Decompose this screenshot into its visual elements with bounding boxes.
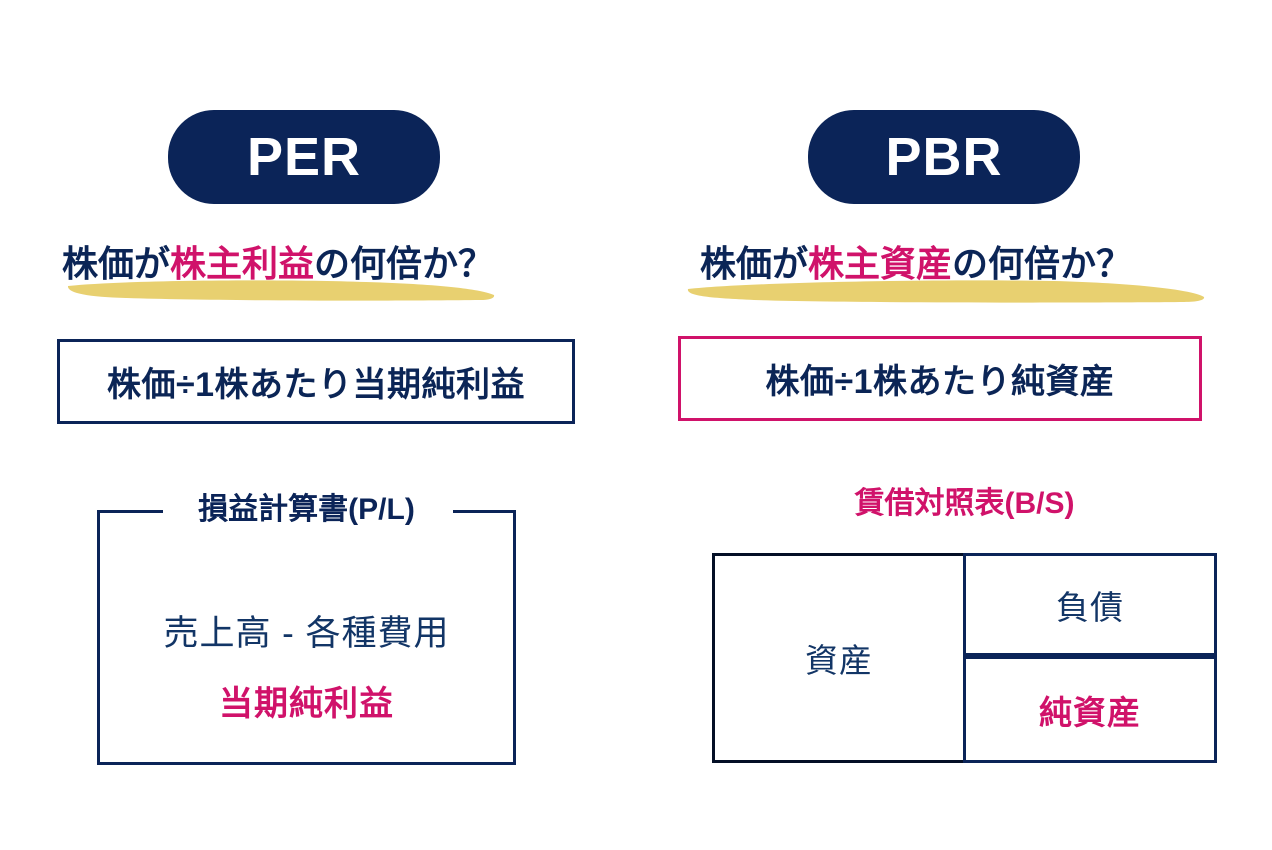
pbr-badge: PBR bbox=[808, 110, 1080, 204]
balance-sheet-cell-net-assets: 純資産 bbox=[963, 653, 1217, 763]
balance-sheet-diagram: 資産 負債 純資産 bbox=[712, 553, 1217, 763]
per-question: 株価が株主利益の何倍か？ bbox=[62, 246, 494, 282]
per-question-prefix: 株価が bbox=[62, 243, 171, 284]
balance-sheet-cell-assets: 資産 bbox=[712, 553, 966, 763]
pbr-question: 株価が株主資産の何倍か？ bbox=[700, 246, 1132, 282]
pbr-badge-label: PBR bbox=[885, 127, 1003, 187]
pbr-question-prefix: 株価が bbox=[700, 243, 809, 284]
profit-loss-legend-mask bbox=[163, 501, 453, 527]
per-question-suffix: の何倍か？ bbox=[314, 243, 495, 284]
profit-loss-line-revenue: 売上高 - 各種費用 bbox=[163, 614, 450, 653]
pbr-question-highlight: 株主資産 bbox=[808, 243, 953, 284]
pbr-formula-box: 株価÷1株あたり純資産 bbox=[678, 336, 1202, 421]
balance-sheet-net-assets-label: 純資産 bbox=[1039, 693, 1141, 731]
profit-loss-title: 損益計算書(P/L) bbox=[198, 493, 415, 526]
balance-sheet-cell-liabilities: 負債 bbox=[963, 553, 1217, 656]
per-formula-box: 株価÷1株あたり当期純利益 bbox=[57, 339, 575, 424]
balance-sheet-liabilities-label: 負債 bbox=[1056, 588, 1124, 626]
per-question-highlight: 株主利益 bbox=[170, 243, 315, 284]
per-badge: PER bbox=[168, 110, 440, 204]
balance-sheet-title: 賃借対照表(B/S) bbox=[854, 487, 1075, 520]
pbr-question-suffix: の何倍か？ bbox=[952, 243, 1133, 284]
profit-loss-diagram: 損益計算書(P/L) 売上高 - 各種費用 当期純利益 bbox=[97, 495, 516, 765]
pbr-formula-text: 株価÷1株あたり純資産 bbox=[765, 363, 1115, 401]
balance-sheet-assets-label: 資産 bbox=[805, 642, 873, 679]
profit-loss-line-net-income: 当期純利益 bbox=[219, 685, 394, 723]
per-formula-text: 株価÷1株あたり当期純利益 bbox=[106, 366, 526, 404]
per-badge-label: PER bbox=[246, 127, 362, 187]
